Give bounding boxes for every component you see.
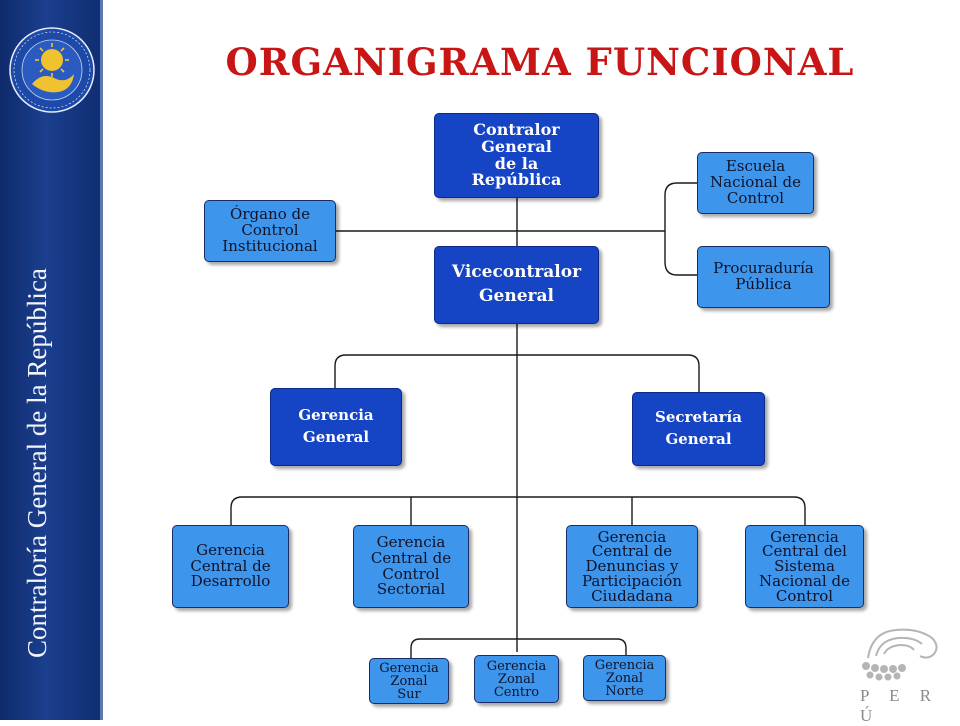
peru-brand-logo-icon [862, 628, 938, 681]
connector-escuela [664, 182, 697, 231]
box-gerencia-zonal-sur: Gerencia Zonal Sur [369, 658, 449, 704]
box-vicecontralor-general: Vicecontralor General [434, 246, 599, 324]
box-gerencia-central-control-sectorial: Gerencia Central de Control Sectorial [353, 525, 469, 608]
box-gerencia-zonal-norte: Gerencia Zonal Norte [583, 655, 666, 701]
box-gerencia-central-denuncias: Gerencia Central de Denuncias y Particip… [566, 525, 698, 608]
peru-brand-text: P E R Ú [860, 686, 940, 725]
box-gerencia-general: Gerencia General [270, 388, 402, 466]
box-secretaria-general: Secretaría General [632, 392, 765, 466]
box-gerencia-central-sistema-nacional: Gerencia Central del Sistema Nacional de… [745, 525, 864, 608]
box-contralor-general: Contralor General de la República [434, 113, 599, 198]
connector-level2 [334, 354, 700, 392]
sidebar-edge [100, 0, 103, 720]
connector-procuraduria [664, 231, 697, 276]
box-procuraduria-publica: Procuraduría Pública [697, 246, 830, 308]
connector-level4 [410, 638, 627, 658]
box-escuela-nacional-control: Escuela Nacional de Control [697, 152, 814, 214]
box-gerencia-central-desarrollo: Gerencia Central de Desarrollo [172, 525, 289, 608]
page-title: ORGANIGRAMA FUNCIONAL [225, 40, 855, 84]
box-gerencia-zonal-centro: Gerencia Zonal Centro [474, 655, 559, 703]
contraloria-seal-logo [9, 27, 95, 113]
box-organo-control-institucional: Órgano de Control Institucional [204, 200, 336, 262]
sidebar [0, 0, 102, 720]
connector-level3 [230, 496, 806, 525]
